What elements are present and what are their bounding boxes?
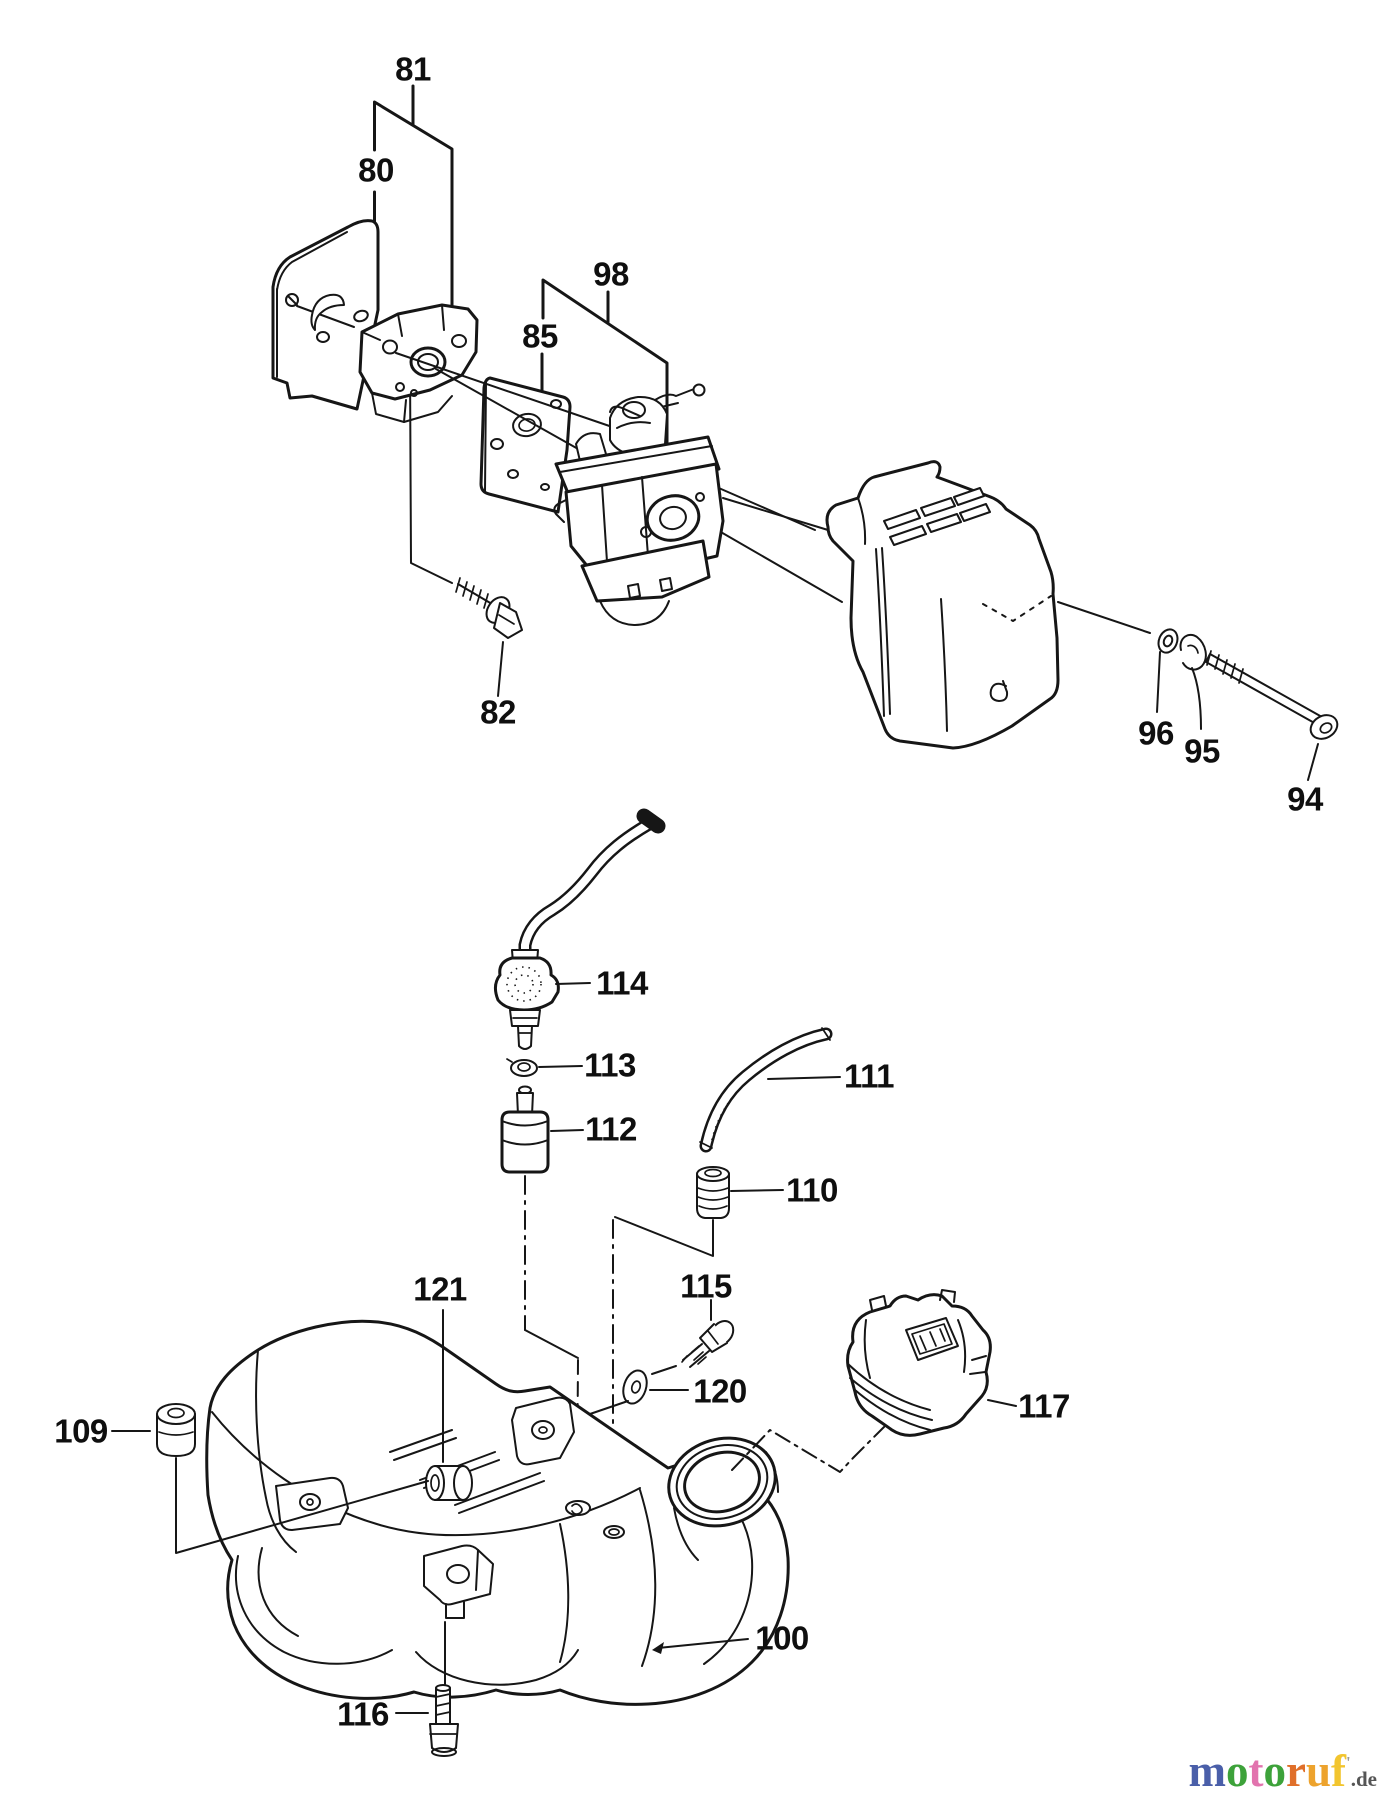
logo-tick: ' <box>1346 1753 1351 1772</box>
motoruf-logo: motoruf'.de <box>1189 1749 1378 1794</box>
part-label-115: 115 <box>680 1267 732 1305</box>
leaders-fuel-line <box>538 982 591 1132</box>
fuel-cap-117 <box>846 1289 992 1437</box>
washer-96 <box>1157 628 1179 654</box>
carburetor-gasket <box>479 376 572 514</box>
alignment-lines <box>395 352 628 464</box>
callout-leaders-right <box>1156 651 1319 781</box>
part-label-82: 82 <box>480 693 516 731</box>
intake-insulator-block <box>358 303 479 423</box>
grommet-114 <box>493 949 560 1050</box>
part-label-114: 114 <box>596 964 648 1002</box>
part-label-113: 113 <box>584 1046 636 1084</box>
part-label-80: 80 <box>358 151 394 189</box>
logo-letter: o <box>1226 1746 1249 1796</box>
part-label-85: 85 <box>522 317 558 355</box>
part-label-110: 110 <box>786 1171 838 1209</box>
part-label-121: 121 <box>413 1270 467 1308</box>
logo-letter: t <box>1248 1746 1264 1796</box>
logo-letter: o <box>1263 1746 1287 1796</box>
cushion-109 <box>111 1403 429 1554</box>
part-label-100: 100 <box>755 1619 809 1657</box>
logo-letter: u <box>1305 1746 1332 1796</box>
return-pipe-111 <box>699 1027 833 1153</box>
bolt-82 <box>455 577 523 639</box>
logo-letter: m <box>1188 1746 1227 1796</box>
logo-suffix: .de <box>1350 1767 1377 1791</box>
fuel-tank <box>205 1319 790 1706</box>
part-label-109: 109 <box>54 1412 108 1450</box>
part-label-116: 116 <box>337 1695 389 1733</box>
carburetor <box>553 383 725 626</box>
part-label-111: 111 <box>844 1057 894 1095</box>
ring-113 <box>506 1058 538 1077</box>
part-label-117: 117 <box>1018 1387 1070 1425</box>
callout-frames-top <box>373 84 1151 697</box>
part-label-94: 94 <box>1287 780 1323 818</box>
logo-letter: f <box>1331 1746 1347 1796</box>
grommet-110 <box>696 1166 730 1219</box>
screw-115 <box>651 1320 735 1375</box>
part-label-95: 95 <box>1184 732 1220 770</box>
logo-letter: r <box>1286 1746 1306 1796</box>
part-label-112: 112 <box>585 1110 637 1148</box>
part-label-96: 96 <box>1138 714 1174 752</box>
leader-100 <box>652 1638 749 1654</box>
spring-washer-95 <box>1179 633 1207 671</box>
air-cleaner-plate <box>271 219 380 411</box>
cap-alignment-line <box>731 1426 885 1473</box>
fuel-line <box>518 808 666 963</box>
fuel-filter-112 <box>500 1085 550 1174</box>
leader-117 <box>987 1399 1017 1407</box>
screw-116 <box>395 1621 459 1757</box>
air-cleaner-cover <box>825 460 1060 750</box>
leaders-middle <box>614 1076 841 1321</box>
grommet-121 <box>425 1465 473 1501</box>
part-label-81: 81 <box>395 50 431 88</box>
part-label-98: 98 <box>593 255 629 293</box>
part-label-120: 120 <box>693 1372 747 1410</box>
bolt-94 <box>1205 650 1339 740</box>
